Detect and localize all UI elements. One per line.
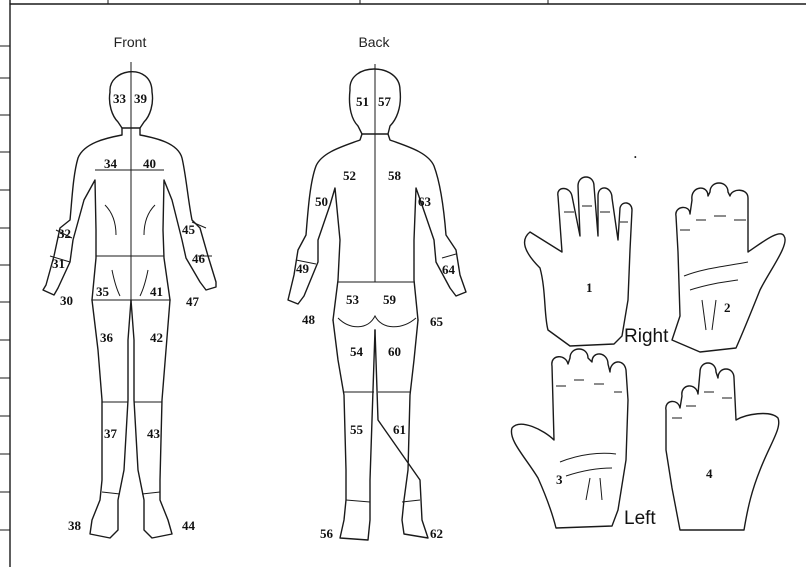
- back-figure: Back 51 57 52 58 50 49 48 63 64 65 53 59…: [288, 34, 466, 541]
- hand-label-3: 3: [556, 472, 563, 487]
- region-39: 39: [134, 91, 148, 106]
- hand-label-4: 4: [706, 466, 713, 481]
- region-61: 61: [393, 422, 406, 437]
- region-47: 47: [186, 294, 200, 309]
- hand-label-1: 1: [586, 280, 593, 295]
- region-63: 63: [418, 194, 432, 209]
- region-35: 35: [96, 284, 110, 299]
- region-55: 55: [350, 422, 364, 437]
- region-45: 45: [182, 222, 196, 237]
- top-table-edge: [10, 0, 806, 4]
- region-32: 32: [58, 226, 71, 241]
- region-62: 62: [430, 526, 443, 541]
- hand-label-2: 2: [724, 300, 731, 315]
- region-46: 46: [192, 251, 206, 266]
- region-57: 57: [378, 94, 392, 109]
- region-40: 40: [143, 156, 156, 171]
- region-41: 41: [150, 284, 163, 299]
- right-side-label: Right: [624, 326, 669, 347]
- region-49: 49: [296, 261, 310, 276]
- region-48: 48: [302, 312, 316, 327]
- region-53: 53: [346, 292, 360, 307]
- region-54: 54: [350, 344, 364, 359]
- region-50: 50: [315, 194, 328, 209]
- hand-3: 3: [511, 349, 628, 528]
- region-60: 60: [388, 344, 401, 359]
- left-table-edge: [0, 0, 10, 567]
- region-56: 56: [320, 526, 334, 541]
- region-36: 36: [100, 330, 114, 345]
- hand-4: 4: [666, 363, 779, 530]
- left-side-label: Left: [624, 508, 656, 529]
- region-38: 38: [68, 518, 82, 533]
- region-65: 65: [430, 314, 444, 329]
- region-42: 42: [150, 330, 163, 345]
- region-31: 31: [52, 256, 65, 271]
- back-view-label: Back: [358, 34, 390, 50]
- region-34: 34: [104, 156, 118, 171]
- region-52: 52: [343, 168, 356, 183]
- hand-1: 1: [525, 177, 632, 346]
- front-figure: Front 33 39 34 40 32 31 30 45: [43, 34, 216, 538]
- region-30: 30: [60, 293, 73, 308]
- region-43: 43: [147, 426, 161, 441]
- region-33: 33: [113, 91, 127, 106]
- region-37: 37: [104, 426, 118, 441]
- dot-mark: ·: [634, 153, 637, 162]
- region-58: 58: [388, 168, 402, 183]
- region-64: 64: [442, 262, 456, 277]
- region-51: 51: [356, 94, 369, 109]
- hands-group: · 1 2 Right: [511, 153, 785, 530]
- region-44: 44: [182, 518, 196, 533]
- front-view-label: Front: [114, 34, 147, 50]
- hand-2: 2: [672, 183, 785, 352]
- region-59: 59: [383, 292, 397, 307]
